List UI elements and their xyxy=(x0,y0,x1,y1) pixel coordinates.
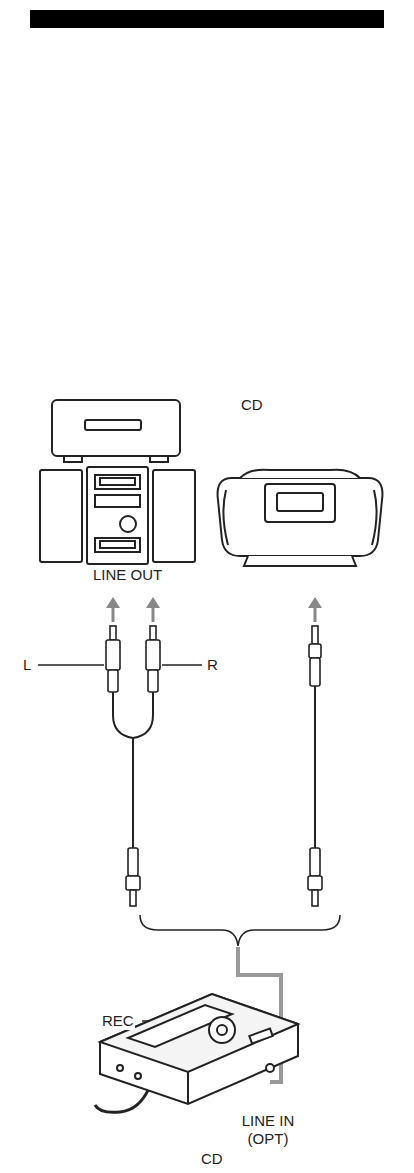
channel-label: R xyxy=(206,656,219,674)
bracket xyxy=(140,915,340,946)
leader-lines xyxy=(38,665,208,1030)
port-label: LINE IN (OPT) xyxy=(234,1112,302,1148)
stereo-system xyxy=(40,467,195,564)
caption-label: CD xyxy=(200,1150,224,1168)
md-recorder xyxy=(95,994,298,1112)
port-label: LINE OUT xyxy=(92,566,163,584)
rca-plugs xyxy=(106,626,160,906)
radio-cassette xyxy=(218,470,383,566)
signal-arrows xyxy=(106,597,322,622)
channel-label: L xyxy=(22,656,32,674)
button-label: REC xyxy=(101,1012,135,1030)
header-bar xyxy=(30,10,384,28)
mini-plug-cable xyxy=(308,626,322,906)
device-label: CD xyxy=(240,396,264,414)
cd-player xyxy=(52,400,180,462)
